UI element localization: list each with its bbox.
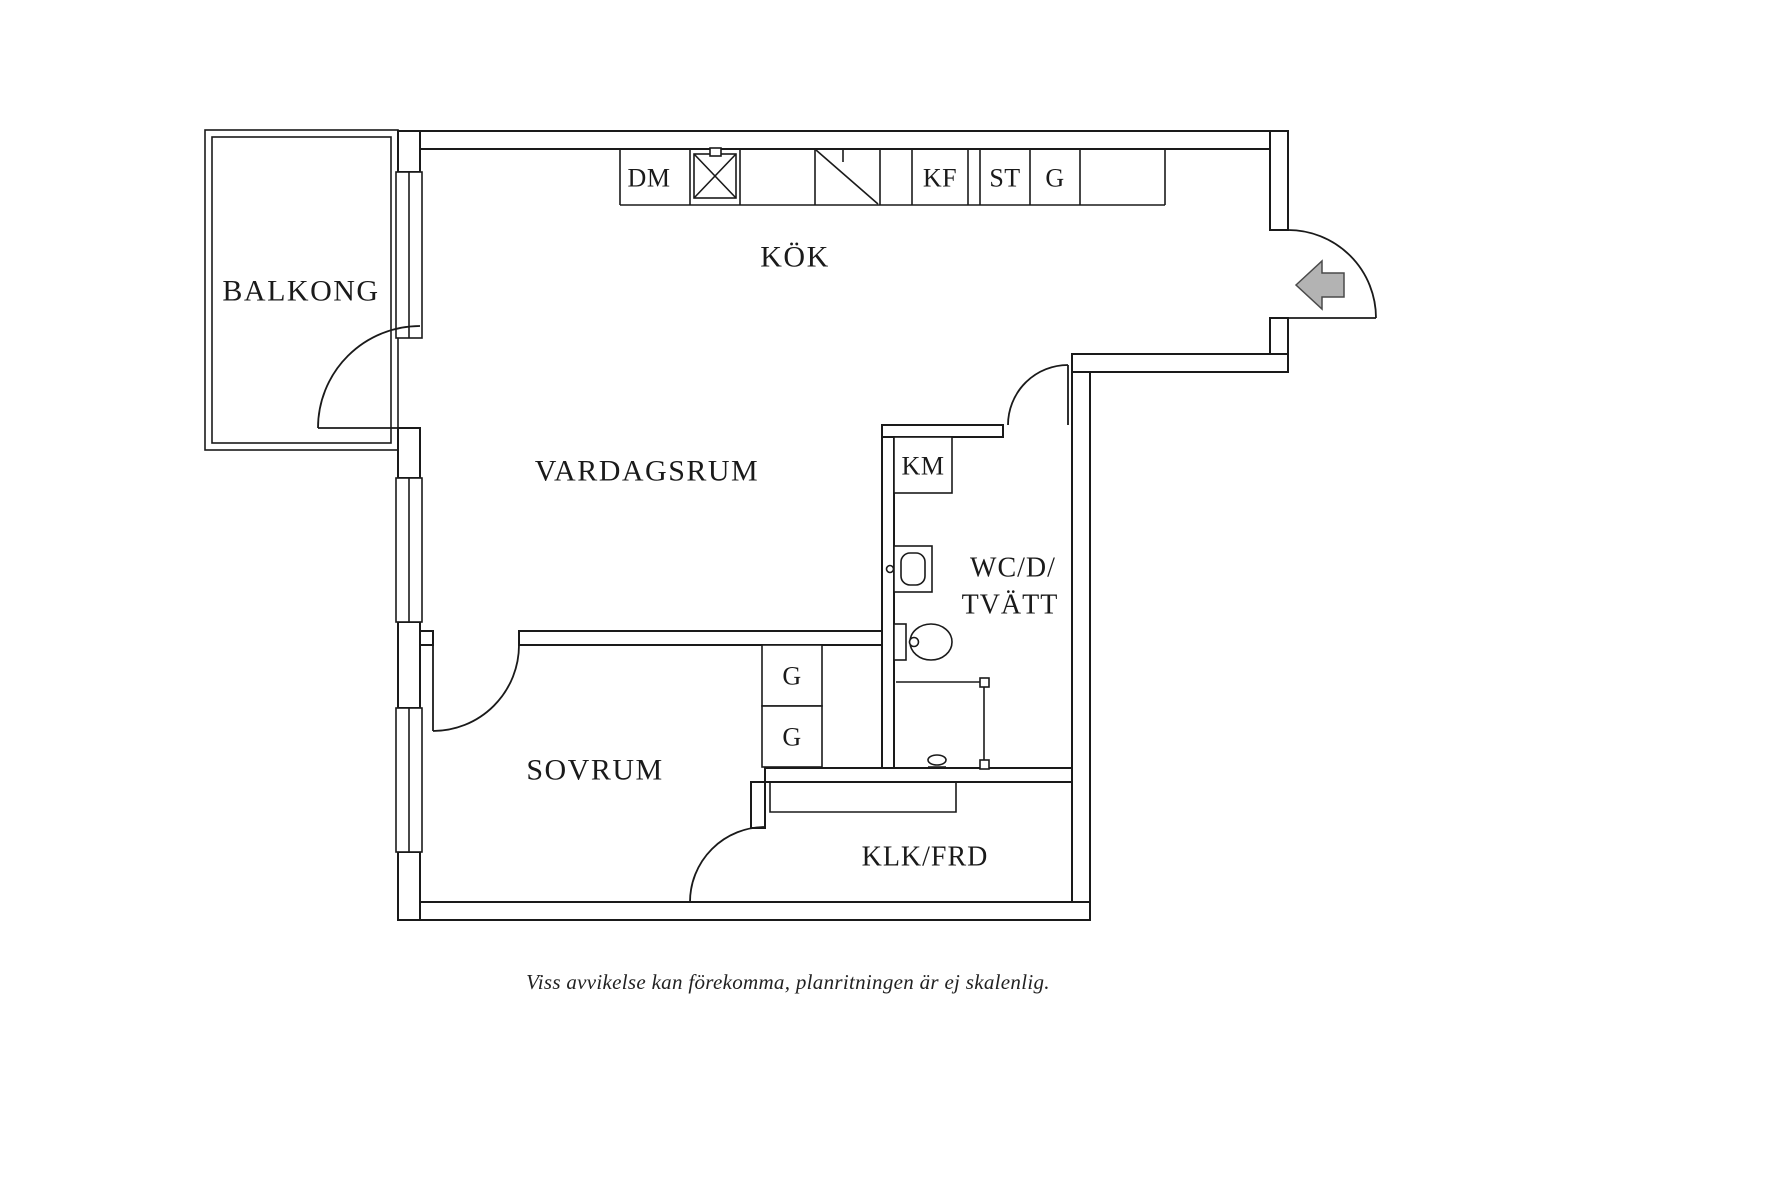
interior-walls [419, 424, 1073, 829]
door-arc-icon [432, 644, 520, 732]
balcony-inner-line [211, 136, 392, 444]
washing-machine-box [893, 436, 953, 494]
fixture-label-dishwasher: DM [628, 164, 671, 193]
door-arc-icon [1007, 364, 1069, 426]
room-label-bathroom-1: WC/D/ [970, 553, 1056, 584]
wall-closet-left [750, 781, 766, 829]
fixture-label-wardrobe-2: G [782, 723, 801, 752]
window-icon [395, 477, 423, 623]
entrance-arrow-icon [1294, 259, 1345, 311]
fixture-label-tall-cabinet: ST [989, 164, 1020, 193]
washbasin-icon [885, 545, 933, 593]
bedroom-door [432, 644, 520, 732]
wall-bedroom-stub [419, 630, 434, 646]
closet-shelf [769, 782, 957, 813]
wardrobe-box-2 [761, 705, 823, 768]
room-label-balcony: BALKONG [222, 275, 379, 308]
room-label-bathroom-2: TVÄTT [962, 590, 1059, 621]
closet-door [689, 826, 766, 903]
door-arc-icon [689, 826, 766, 903]
wall-right-below-door [1269, 317, 1289, 355]
doors [317, 229, 1377, 903]
wall-bottom [397, 901, 1091, 921]
room-label-living-room: VARDAGSRUM [535, 455, 760, 488]
wall-closet-top [764, 767, 1073, 783]
toilet-icon [893, 623, 953, 661]
labels: BALKONG KÖK VARDAGSRUM SOVRUM WC/D/ TVÄT… [222, 164, 1064, 873]
wall-step [1071, 353, 1289, 373]
entrance-door [1287, 229, 1377, 319]
storage-fixtures [761, 644, 957, 813]
room-label-closet: KLK/FRD [862, 842, 989, 873]
wall-bedroom-top [518, 630, 883, 646]
wall-left-a [397, 130, 421, 173]
window-icon [395, 171, 423, 339]
wall-left-c [397, 621, 421, 709]
wall-right-upper [1269, 130, 1289, 231]
room-label-kitchen: KÖK [760, 241, 830, 274]
balcony-door [317, 325, 421, 429]
window-icon [395, 707, 423, 853]
door-arc-icon [317, 325, 421, 429]
wall-top [397, 130, 1289, 150]
wall-right-lower [1071, 371, 1091, 921]
fixture-label-kitchen-wardrobe: G [1045, 164, 1064, 193]
kitchen-counter [619, 147, 1166, 206]
fixture-label-wardrobe-1: G [782, 662, 801, 691]
sink-icon [693, 147, 737, 199]
wall-bathroom-left [881, 424, 895, 776]
outer-walls [397, 130, 1289, 921]
fixture-label-fridge-freezer: KF [923, 164, 957, 193]
room-label-bedroom: SOVRUM [526, 754, 663, 787]
windows [395, 171, 423, 853]
shower-icon [896, 677, 990, 770]
wall-left-d [397, 851, 421, 921]
stove-icon [815, 149, 879, 205]
wardrobe-box-1 [761, 644, 823, 707]
disclaimer-text: Viss avvikelse kan förekomma, planritnin… [526, 970, 1050, 994]
fixture-label-washing-machine: KM [902, 452, 945, 481]
door-arc-icon [1287, 229, 1377, 319]
wall-bathroom-top [881, 424, 1004, 438]
bathroom-door [1007, 364, 1069, 426]
wall-left-b [397, 427, 421, 479]
bathroom-fixtures [885, 436, 990, 770]
